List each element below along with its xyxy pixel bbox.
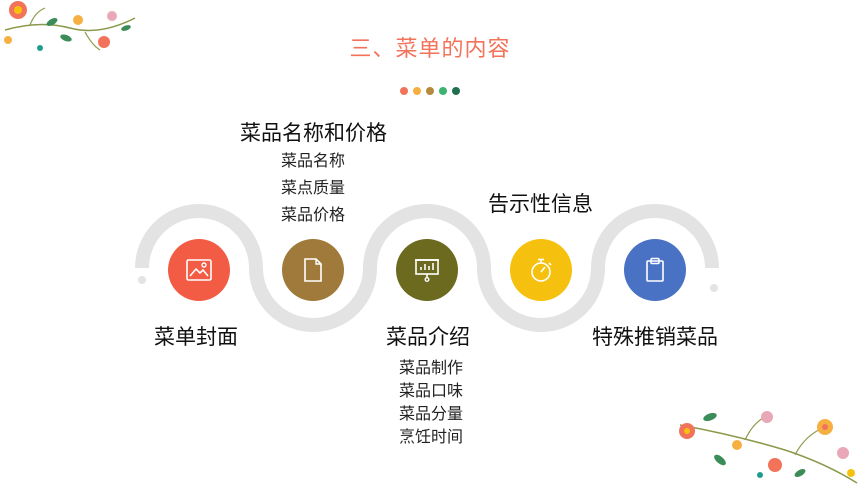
dot-5 (452, 87, 460, 95)
document-icon (304, 258, 322, 282)
step-5-heading: 特殊推销菜品 (592, 325, 718, 349)
step-3-circle (396, 239, 458, 301)
step-1-circle (168, 239, 230, 301)
dot-1 (400, 87, 408, 95)
slide-title: 三、菜单的内容 (349, 37, 511, 62)
step-3-detail-1: 菜品制作 (399, 358, 464, 377)
step-5-circle (624, 239, 686, 301)
step-3-detail-4: 烹饪时间 (399, 427, 464, 446)
floral-decoration-top-left (4, 1, 136, 51)
clipboard-icon (646, 257, 664, 282)
track-end-dot (710, 284, 718, 292)
image-icon (186, 259, 212, 281)
stopwatch-icon (531, 258, 552, 282)
step-2-detail-2: 菜点质量 (281, 178, 346, 197)
step-1-heading: 菜单封面 (154, 325, 238, 349)
step-4-heading: 告示性信息 (488, 192, 593, 216)
step-2-heading: 菜品名称和价格 (240, 121, 387, 145)
track-path (135, 204, 719, 332)
track-start-dot (138, 276, 146, 284)
title-dots (400, 87, 460, 95)
dot-3 (426, 87, 434, 95)
step-3-detail-3: 菜品分量 (399, 404, 464, 423)
dot-2 (413, 87, 421, 95)
presentation-icon (415, 259, 439, 282)
step-2-detail-1: 菜品名称 (281, 151, 346, 170)
floral-decoration-bottom-right (679, 411, 858, 484)
step-2-circle (282, 239, 344, 301)
dot-4 (439, 87, 447, 95)
step-3-heading: 菜品介绍 (386, 325, 470, 349)
step-4-circle (510, 239, 572, 301)
step-2-detail-3: 菜品价格 (281, 205, 346, 224)
step-3-detail-2: 菜品口味 (399, 381, 464, 400)
